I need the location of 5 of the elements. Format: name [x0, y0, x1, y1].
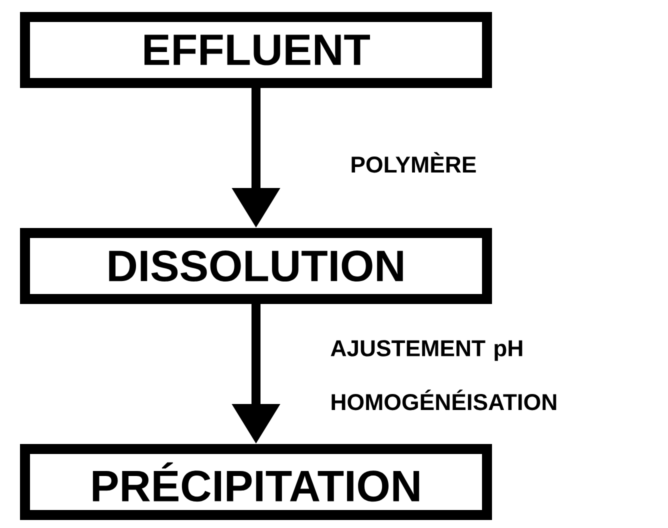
edge-label: AJUSTEMENT pH HOMOGÉNÉISATION — [330, 340, 556, 410]
process-box: EFFLUENT — [20, 12, 492, 88]
process-box: PRÉCIPITATION — [20, 444, 492, 520]
edge-label: POLYMÈRE — [352, 152, 476, 173]
process-box: DISSOLUTION — [20, 228, 492, 304]
